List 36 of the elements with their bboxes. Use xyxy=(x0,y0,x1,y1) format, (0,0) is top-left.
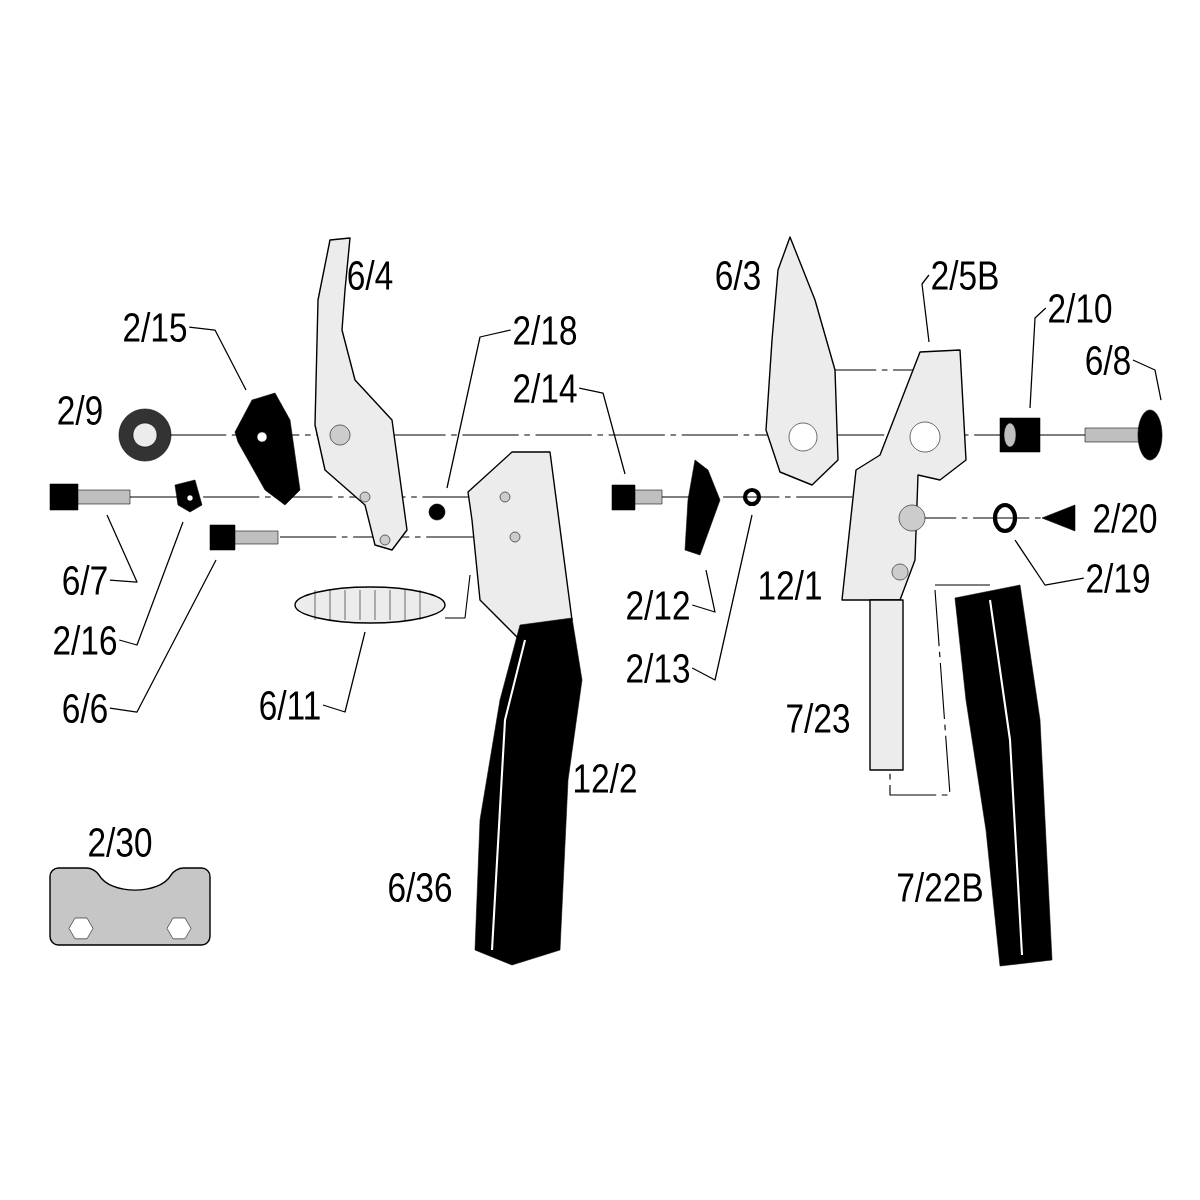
part-number: 7/22B xyxy=(898,872,982,902)
leader-line xyxy=(691,514,753,681)
leader-line xyxy=(1132,359,1162,401)
leader-line xyxy=(188,326,247,391)
part-number: 6/11 xyxy=(260,690,320,720)
leader-line xyxy=(446,329,512,489)
part-number: 2/14 xyxy=(514,373,577,403)
part-number: 6/7 xyxy=(63,565,107,595)
leader-line xyxy=(118,521,184,646)
part-number: 7/23 xyxy=(787,703,850,733)
part-number: 2/12 xyxy=(627,590,689,620)
part-number: 2/30 xyxy=(89,827,152,857)
leader-line xyxy=(578,387,626,475)
part-number: 2/10 xyxy=(1049,293,1112,323)
part-number: 2/18 xyxy=(514,315,577,345)
part-number: 6/4 xyxy=(348,260,393,290)
part-number: 2/20 xyxy=(1094,503,1157,533)
leader-line xyxy=(921,274,930,343)
part-number: 12/1 xyxy=(760,570,821,600)
leader-line xyxy=(109,559,217,713)
part-number: 2/13 xyxy=(627,653,690,683)
leader-line xyxy=(106,514,138,583)
leader-line xyxy=(1029,307,1047,409)
part-number: 2/15 xyxy=(124,312,187,342)
part-number: 2/19 xyxy=(1087,563,1149,593)
part-number: 2/16 xyxy=(54,625,117,655)
part-number: 6/3 xyxy=(716,260,760,290)
part-number: 6/6 xyxy=(63,693,107,723)
part-number: 12/2 xyxy=(575,763,636,793)
leader-line xyxy=(691,569,716,613)
leader-line xyxy=(1014,539,1085,586)
part-number: 6/8 xyxy=(1086,345,1130,375)
part-number: 2/9 xyxy=(58,395,102,425)
leader-line xyxy=(322,631,366,713)
part-number: 6/36 xyxy=(389,872,452,902)
part-number: 2/5B xyxy=(932,260,998,290)
